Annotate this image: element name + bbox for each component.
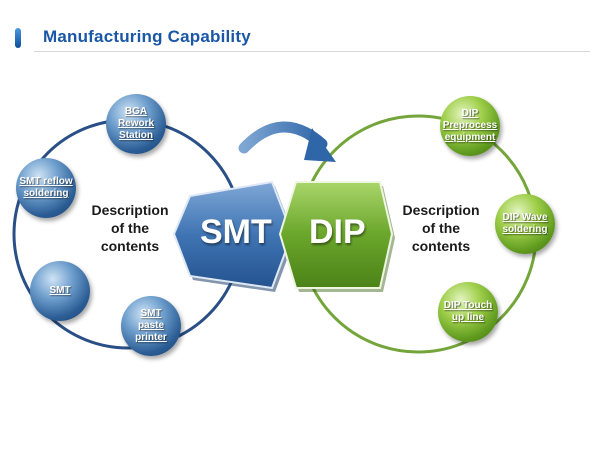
header-accent-bar (15, 28, 21, 48)
dip-block-label: DIP (309, 213, 366, 251)
header-divider (34, 51, 590, 52)
smt-description-line: of the (110, 220, 150, 236)
smt-description-line: contents (100, 238, 160, 254)
smt-block (172, 180, 294, 290)
dip-block (278, 181, 394, 289)
smt-block-label: SMT (200, 213, 272, 251)
page-header: Manufacturing Capability (0, 0, 600, 56)
page-title: Manufacturing Capability (43, 27, 251, 46)
smt-node-smt[interactable]: SMT (30, 261, 90, 321)
capability-diagram: SMT DIP Description of the contents Desc… (0, 56, 600, 450)
dip-description-line: of the (421, 220, 461, 236)
node-label: SMT (49, 285, 71, 296)
diagram-graphics (12, 114, 538, 354)
flow-arrowhead-icon (304, 128, 336, 162)
dip-description-line: Description (402, 202, 480, 218)
smt-description: Description of the contents (75, 201, 185, 255)
dip-description-line: contents (411, 238, 471, 254)
smt-description-line: Description (91, 202, 169, 218)
dip-description: Description of the contents (386, 201, 496, 255)
